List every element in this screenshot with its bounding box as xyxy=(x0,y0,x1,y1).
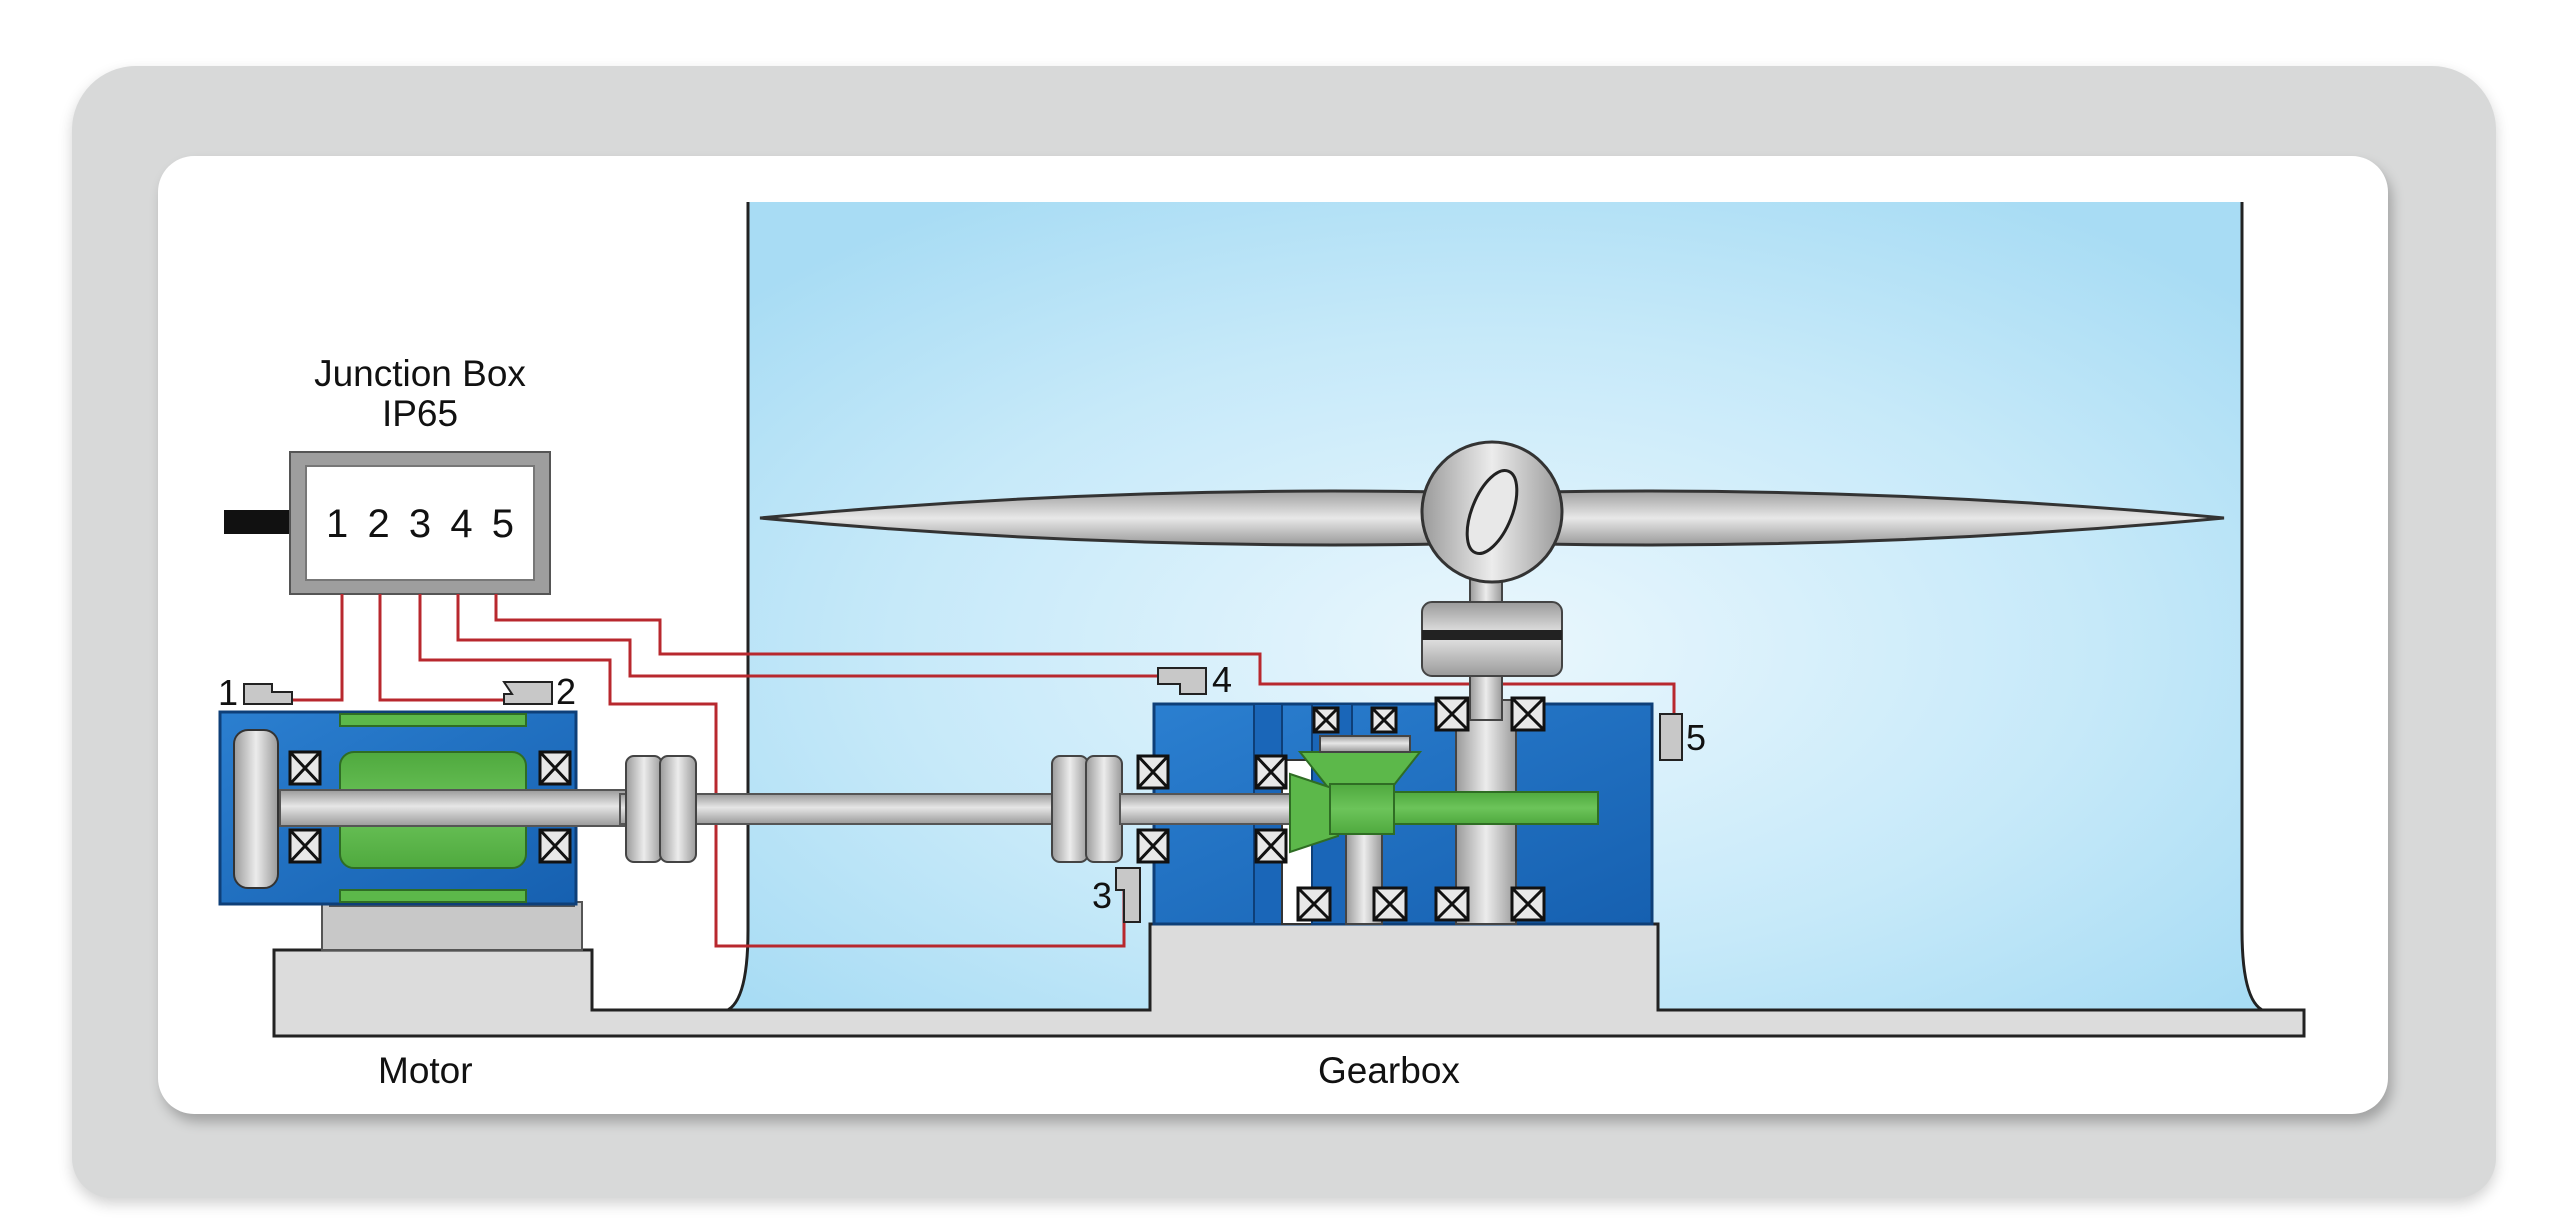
terminal-5: 5 xyxy=(491,502,514,546)
motor-label: Motor xyxy=(378,1050,473,1091)
junction-box xyxy=(224,451,551,595)
sensor-4 xyxy=(1157,667,1207,695)
wire-1 xyxy=(292,594,344,702)
terminal-4: 4 xyxy=(450,502,473,546)
sensor-5-label: 5 xyxy=(1686,717,1707,758)
base-plate xyxy=(272,922,2306,1038)
junction-box-title: Junction Box IP65 xyxy=(300,354,540,434)
gearbox-label: Gearbox xyxy=(1318,1050,1460,1091)
wire-2 xyxy=(378,594,506,702)
sensor-2 xyxy=(502,681,553,705)
wire-4 xyxy=(456,594,1160,678)
sensor-5 xyxy=(1659,713,1683,761)
terminal-3: 3 xyxy=(408,502,432,546)
wire-5 xyxy=(494,594,1676,714)
propeller xyxy=(759,440,2225,584)
junction-box-title-line1: Junction Box xyxy=(314,353,526,394)
sensor-4-label: 4 xyxy=(1212,659,1233,700)
terminal-1: 1 xyxy=(326,502,349,546)
wire-3 xyxy=(418,594,1126,948)
motor xyxy=(218,710,631,951)
junction-box-title-line2: IP65 xyxy=(381,393,459,434)
junction-box-terminals: 1 2 3 4 5 xyxy=(292,504,548,544)
terminal-2: 2 xyxy=(367,502,390,546)
drive-shaft xyxy=(619,755,1161,863)
sensor-1 xyxy=(243,683,293,705)
signal-wires xyxy=(292,594,1676,948)
sensor-1-label: 1 xyxy=(218,672,239,713)
sensor-2-label: 2 xyxy=(556,671,577,712)
gearbox xyxy=(1119,559,1654,926)
sensor-3 xyxy=(1115,867,1141,923)
sensors xyxy=(243,667,1683,923)
sensor-3-label: 3 xyxy=(1092,875,1113,916)
